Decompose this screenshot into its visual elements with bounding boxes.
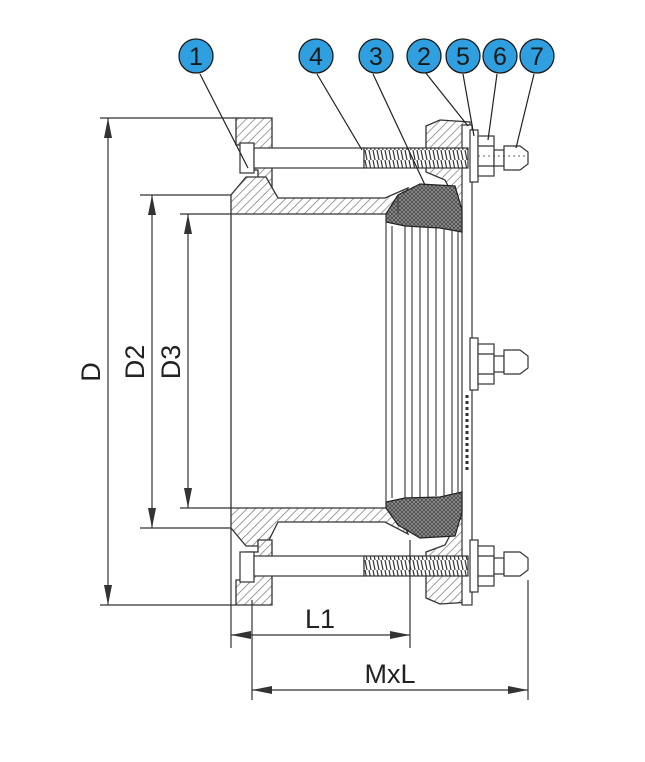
callout-circle bbox=[298, 38, 334, 74]
callout-3: 3 bbox=[358, 38, 394, 74]
bottom-bolt bbox=[239, 551, 469, 583]
leader-lines bbox=[199, 71, 535, 186]
middle-nut-assembly bbox=[469, 337, 529, 391]
callout-1: 1 bbox=[178, 38, 214, 74]
top-nut-assembly bbox=[469, 129, 529, 183]
callout-7: 7 bbox=[519, 38, 555, 74]
callout-circle bbox=[482, 38, 518, 74]
top-bolt bbox=[239, 142, 469, 174]
callout-5: 5 bbox=[445, 38, 481, 74]
callout-number: 4 bbox=[309, 43, 323, 71]
callout-6: 6 bbox=[482, 38, 518, 74]
dim-label-d2: D2 bbox=[120, 345, 150, 380]
callout-circle bbox=[358, 38, 394, 74]
callout-circle bbox=[178, 38, 214, 74]
dim-label-d3: D3 bbox=[156, 345, 186, 380]
callout-number: 5 bbox=[456, 43, 470, 71]
dimension-lines bbox=[100, 117, 529, 700]
top-body-wall bbox=[230, 176, 410, 215]
dim-label-l1: L1 bbox=[305, 604, 335, 634]
callout-number: 6 bbox=[493, 43, 507, 71]
body-section bbox=[230, 117, 410, 606]
gasket bbox=[385, 183, 463, 539]
callout-2: 2 bbox=[406, 38, 442, 74]
callout-number: 1 bbox=[189, 43, 203, 71]
bottom-nut-assembly bbox=[469, 539, 529, 593]
callout-number: 7 bbox=[530, 43, 544, 71]
callout-circle bbox=[445, 38, 481, 74]
dim-label-mxl: MxL bbox=[364, 659, 415, 689]
callout-number: 3 bbox=[369, 43, 383, 71]
callout-circle bbox=[406, 38, 442, 74]
callout-4: 4 bbox=[298, 38, 334, 74]
callout-number: 2 bbox=[417, 43, 431, 71]
dim-label-d: D bbox=[76, 362, 106, 382]
callout-circle bbox=[519, 38, 555, 74]
